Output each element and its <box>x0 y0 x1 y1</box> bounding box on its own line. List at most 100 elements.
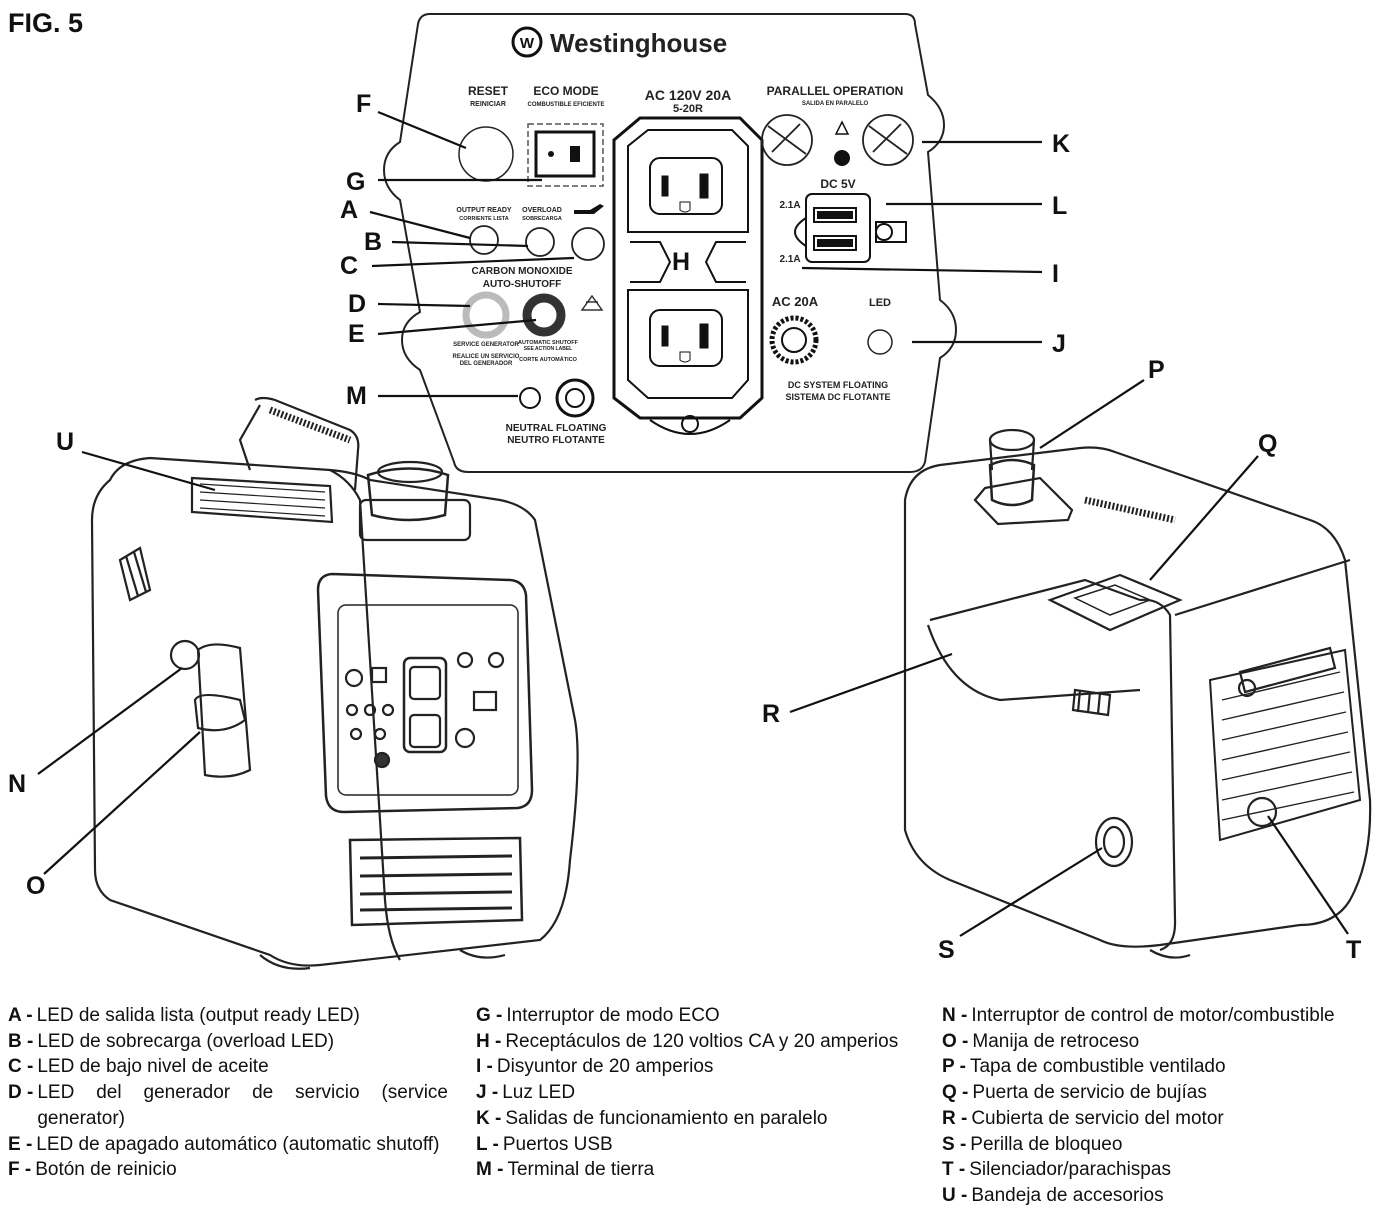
legend-key: J - <box>476 1082 499 1104</box>
auto-shutoff-label-2: SEE ACTION LABEL <box>524 346 572 352</box>
legend-text: LED de bajo nivel de aceite <box>37 1056 269 1078</box>
generator-front-view <box>90 396 579 970</box>
callout-o: O <box>26 872 45 900</box>
co-label-1: CARBON MONOXIDE <box>471 266 572 277</box>
callout-h: H <box>672 248 690 276</box>
legend-key: K - <box>476 1107 502 1129</box>
callout-g: G <box>346 168 365 196</box>
breaker-label: AC 20A <box>772 294 819 309</box>
parallel-label: PARALLEL OPERATION <box>767 84 904 98</box>
legend-item: C -LED de bajo nivel de aceite <box>8 1054 448 1080</box>
legend-text: Puertos USB <box>502 1133 613 1155</box>
neutral-floating-label: NEUTRAL FLOATING <box>506 423 607 434</box>
legend-key: B - <box>8 1030 34 1052</box>
legend-key: O - <box>942 1030 969 1052</box>
callout-p: P <box>1148 356 1165 384</box>
legend-text: LED de sobrecarga (overload LED) <box>37 1030 335 1052</box>
legend-key: U - <box>942 1184 968 1206</box>
callout-s: S <box>938 936 955 964</box>
legend-text: Bandeja de accesorios <box>971 1184 1164 1206</box>
led-light <box>867 329 893 355</box>
legend-column-1: A -LED de salida lista (output ready LED… <box>8 1003 448 1183</box>
ac-rating-label: AC 120V 20A <box>645 87 731 103</box>
legend-text: Perilla de bloqueo <box>970 1133 1123 1155</box>
dc-floating-label-es: SISTEMA DC FLOTANTE <box>786 392 891 402</box>
co-warning-icon <box>580 294 604 311</box>
legend-key: D - <box>8 1082 34 1104</box>
overload-label-es: SOBRECARGA <box>522 216 562 222</box>
legend-item: F -Botón de reinicio <box>8 1157 448 1183</box>
warning-icon <box>834 120 850 166</box>
dc-floating-label: DC SYSTEM FLOATING <box>788 380 888 390</box>
eco-mode-switch <box>527 123 604 187</box>
legend-text: LED de apagado automático (automatic shu… <box>36 1133 440 1155</box>
reset-label: RESET <box>468 84 509 98</box>
legend-item: A -LED de salida lista (output ready LED… <box>8 1003 448 1029</box>
legend-text: Botón de reinicio <box>35 1159 177 1181</box>
usb-top-label: 2.1A <box>779 200 800 211</box>
callout-q: Q <box>1258 430 1277 458</box>
legend-text: Receptáculos de 120 voltios CA y 20 ampe… <box>505 1030 899 1052</box>
callout-u: U <box>56 428 74 456</box>
service-generator-label: SERVICE GENERATOR <box>453 342 519 348</box>
legend-key: P - <box>942 1056 966 1078</box>
callout-labels: F G A B C D E H I J K L M N O P Q R S T … <box>8 90 1361 964</box>
legend-column-3: N -Interruptor de control de motor/combu… <box>942 1003 1378 1209</box>
led-label: LED <box>869 297 891 309</box>
legend-item: K -Salidas de funcionamiento en paralelo <box>476 1106 908 1132</box>
legend-text: Terminal de tierra <box>507 1159 655 1181</box>
callout-f: F <box>356 90 371 118</box>
legend-key: H - <box>476 1030 502 1052</box>
overload-led <box>525 227 555 257</box>
legend-text: Puerta de servicio de bujías <box>972 1082 1207 1104</box>
legend-item: L -Puertos USB <box>476 1132 908 1158</box>
callout-b: B <box>364 228 382 256</box>
legend-key: L - <box>476 1133 499 1155</box>
legend-item: J -Luz LED <box>476 1080 908 1106</box>
output-ready-label-es: CORRIENTE LISTA <box>459 216 508 222</box>
callout-d: D <box>348 290 366 318</box>
legend-item: O -Manija de retroceso <box>942 1029 1378 1055</box>
legend-item: Q -Puerta de servicio de bujías <box>942 1080 1378 1106</box>
callout-n: N <box>8 770 26 798</box>
brand-name: Westinghouse <box>550 28 727 58</box>
service-generator-led <box>462 291 510 339</box>
figure-title: FIG. 5 <box>8 8 84 38</box>
legend-text: Salidas de funcionamiento en paralelo <box>505 1107 828 1129</box>
legend-key: R - <box>942 1107 968 1129</box>
control-panel-outline <box>382 13 958 473</box>
legend-text: Interruptor de control de motor/combusti… <box>971 1005 1335 1026</box>
callout-l: L <box>1052 192 1067 220</box>
legend-key: E - <box>8 1133 33 1155</box>
legend-item: P -Tapa de combustible ventilado <box>942 1054 1378 1080</box>
legend-text: Luz LED <box>502 1082 576 1104</box>
legend-key: G - <box>476 1005 503 1026</box>
usb-bottom-label: 2.1A <box>779 254 800 265</box>
legend-text: Interruptor de modo ECO <box>506 1005 720 1026</box>
callout-a: A <box>340 196 358 224</box>
eco-mode-label-es: COMBUSTIBLE EFICIENTE <box>527 102 604 108</box>
legend-text: Disyuntor de 20 amperios <box>496 1056 714 1078</box>
service-generator-label-es-2: DEL GENERADOR <box>460 361 513 367</box>
ac-receptacle <box>612 116 764 435</box>
legend-text: Manija de retroceso <box>972 1030 1140 1052</box>
svg-text:W: W <box>520 35 535 52</box>
generator-rear-view <box>903 428 1372 959</box>
circuit-breaker <box>769 315 819 365</box>
legend-text: Cubierta de servicio del motor <box>971 1107 1224 1129</box>
auto-shutoff-label: AUTOMATIC SHUTOFF <box>518 340 579 346</box>
reset-label-es: REINICIAR <box>470 101 506 108</box>
legend-item: H -Receptáculos de 120 voltios CA y 20 a… <box>476 1029 908 1055</box>
dc-label: DC 5V <box>820 177 855 191</box>
callout-i: I <box>1052 260 1059 288</box>
auto-shutoff-led <box>522 293 566 337</box>
legend-text: LED del generador de servicio (service g… <box>37 1082 448 1129</box>
legend-key: Q - <box>942 1082 969 1104</box>
parallel-outlet-icon <box>761 114 914 166</box>
callout-j: J <box>1052 330 1066 358</box>
legend-item: M -Terminal de tierra <box>476 1157 908 1183</box>
oil-can-icon <box>574 204 604 214</box>
legend-key: N - <box>942 1005 968 1026</box>
neutral-floating-label-es: NEUTRO FLOTANTE <box>507 435 605 446</box>
